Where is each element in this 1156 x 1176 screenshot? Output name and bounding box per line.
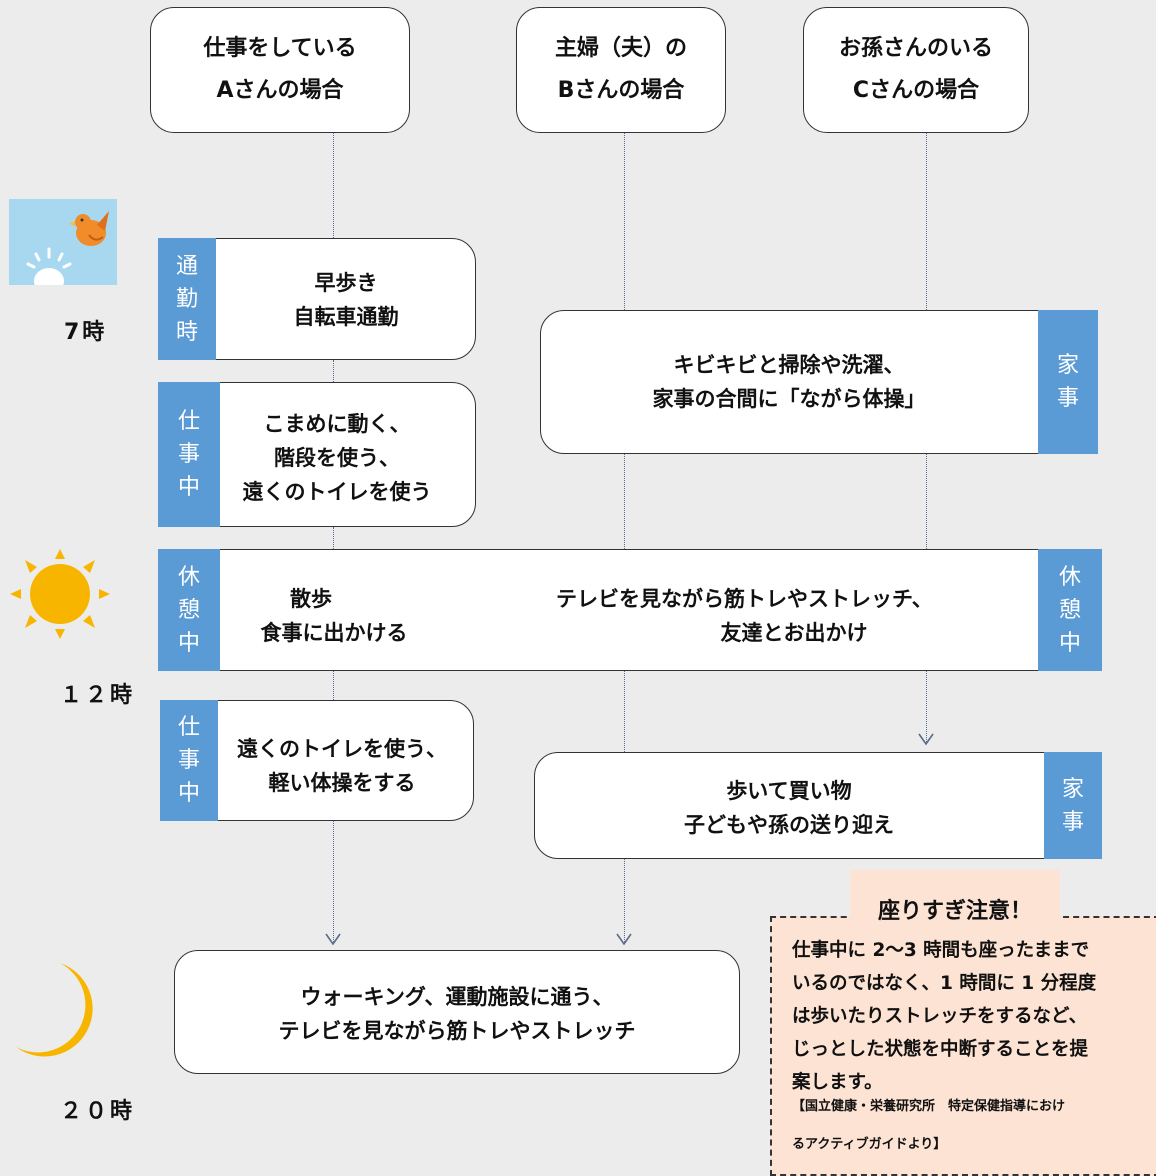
header-a: 仕事をしている Aさんの場合 (150, 7, 410, 133)
header-c-line2: Cさんの場合 (852, 78, 980, 103)
commute-line-1: 早歩き (314, 271, 378, 295)
timeline-a-mid3 (333, 670, 334, 700)
warning-body-line-2: いるのではなく、1 時間に 1 分程度 (792, 973, 1097, 994)
timeline-a-mid2 (333, 527, 334, 549)
break-bc-line-1: テレビを見ながら筋トレやストレッチ、 (556, 587, 933, 611)
break-bc-text: テレビを見ながら筋トレやストレッチ、 友達とお出かけ (510, 582, 1010, 650)
timeline-c-mid (926, 453, 927, 549)
work1-line-1: こまめに動く、 (263, 412, 411, 436)
timeline-c-bottom (926, 670, 927, 742)
sun-icon (6, 546, 114, 642)
work1-tag-char-2: 事 (177, 442, 200, 467)
timeline-c-top (926, 132, 927, 310)
break-tag-left-char-3: 中 (177, 630, 200, 656)
housework2-tag: 家 事 (1044, 752, 1102, 859)
break-a-line-1: 散歩 (290, 587, 332, 611)
commute-line-2: 自転車通勤 (293, 305, 399, 329)
housework1-line-2: 家事の合間に「ながら体操」 (652, 387, 926, 411)
timeline-b-mid (624, 453, 625, 549)
evening-line-1: ウォーキング、運動施設に通う、 (300, 985, 614, 1009)
work1-tag-char-1: 仕 (177, 409, 200, 434)
break-tag-right-char-1: 休 (1058, 564, 1081, 590)
arrow-head-b (616, 933, 632, 946)
warning-source-line-1: 【国立健康・栄養研究所 特定保健指導におけ (792, 1099, 1066, 1114)
moon-icon (8, 957, 104, 1069)
housework2-line-1: 歩いて買い物 (726, 779, 852, 803)
warning-body: 仕事中に 2～3 時間も座ったままで いるのではなく、1 時間に 1 分程度 は… (792, 934, 1147, 1099)
work2-tag-char-1: 仕 (177, 715, 200, 740)
work2-text: 遠くのトイレを使う、 軽い体操をする (222, 732, 462, 800)
header-b-line2: Bさんの場合 (557, 78, 685, 103)
housework2-tag-char-1: 家 (1061, 776, 1084, 802)
commute-text: 早歩き 自転車通勤 (216, 266, 476, 334)
housework1-box (540, 310, 1098, 454)
arrow-head-c (918, 733, 934, 746)
work1-line-2: 階段を使う、 (274, 446, 400, 470)
time-20: ２０時 (60, 1099, 136, 1124)
break-tag-left-char-2: 憩 (177, 597, 200, 623)
evening-box (174, 950, 740, 1074)
housework1-tag-char-2: 事 (1056, 386, 1079, 411)
commute-tag: 通 勤 時 (158, 238, 216, 360)
warning-source: 【国立健康・栄養研究所 特定保健指導におけ るアクティブガイドより】 (792, 1088, 1147, 1164)
commute-tag-char-1: 通 (175, 253, 198, 279)
time-12: １２時 (60, 683, 136, 708)
housework1-line-1: キビキビと掃除や洗濯、 (673, 353, 905, 377)
time-7: 7時 (64, 320, 108, 345)
housework2-line-2: 子どもや孫の送り迎え (684, 813, 894, 837)
housework1-text: キビキビと掃除や洗濯、 家事の合間に「ながら体操」 (540, 348, 1038, 416)
work2-tag-char-3: 中 (177, 781, 200, 806)
work2-line-1: 遠くのトイレを使う、 (237, 737, 447, 761)
header-b: 主婦（夫）の Bさんの場合 (516, 7, 726, 133)
break-a-text: 散歩 食事に出かける (224, 582, 444, 650)
timeline-b-mid2 (624, 670, 625, 752)
evening-text: ウォーキング、運動施設に通う、 テレビを見ながら筋トレやストレッチ (174, 980, 740, 1048)
morning-bird-icon (9, 199, 117, 285)
warning-title: 座りすぎ注意！ (850, 870, 1060, 948)
header-a-line2: Aさんの場合 (216, 78, 344, 103)
timeline-b-bottom (624, 858, 625, 942)
work2-line-2: 軽い体操をする (268, 771, 416, 795)
header-c: お孫さんのいる Cさんの場合 (803, 7, 1029, 133)
work1-text: こまめに動く、 階段を使う、 遠くのトイレを使う (222, 407, 452, 509)
commute-tag-char-2: 勤 (175, 286, 198, 312)
break-tag-left: 休 憩 中 (158, 549, 220, 671)
work2-tag-char-2: 事 (177, 748, 200, 773)
evening-line-2: テレビを見ながら筋トレやストレッチ (278, 1019, 636, 1043)
housework1-tag: 家 事 (1038, 310, 1098, 454)
warning-body-line-1: 仕事中に 2～3 時間も座ったままで (792, 940, 1090, 961)
warning-source-line-2: るアクティブガイドより】 (792, 1137, 947, 1152)
break-tag-left-char-1: 休 (177, 564, 200, 590)
header-b-line1: 主婦（夫）の (554, 36, 687, 61)
work1-tag-char-3: 中 (177, 475, 200, 500)
commute-tag-char-3: 時 (175, 319, 198, 345)
break-tag-right-char-2: 憩 (1058, 597, 1081, 623)
break-tag-right-char-3: 中 (1058, 630, 1081, 656)
work1-line-3: 遠くのトイレを使う (242, 480, 432, 504)
housework2-text: 歩いて買い物 子どもや孫の送り迎え (534, 774, 1044, 842)
warning-body-line-5: 案します。 (792, 1072, 883, 1093)
arrow-head-a (325, 933, 341, 946)
break-a-line-2: 食事に出かける (260, 621, 408, 645)
warning-body-line-3: は歩いたりストレッチをするなど、 (792, 1006, 1088, 1027)
housework2-box (534, 752, 1102, 859)
break-box (158, 549, 1102, 671)
break-tag-right: 休 憩 中 (1038, 549, 1102, 671)
header-c-line1: お孫さんのいる (838, 36, 993, 61)
timeline-b-top (624, 132, 625, 310)
break-bc-line-2: 友達とお出かけ (720, 621, 868, 645)
housework2-tag-char-2: 事 (1061, 809, 1084, 835)
work2-tag: 仕 事 中 (160, 700, 218, 821)
timeline-a-bottom (333, 820, 334, 942)
housework1-tag-char-1: 家 (1056, 353, 1079, 378)
timeline-a-top (333, 132, 334, 238)
header-a-line1: 仕事をしている (203, 36, 357, 61)
warning-body-line-4: じっとした状態を中断することを提 (792, 1039, 1089, 1060)
work1-tag: 仕 事 中 (158, 382, 220, 527)
timeline-a-mid1 (333, 360, 334, 382)
